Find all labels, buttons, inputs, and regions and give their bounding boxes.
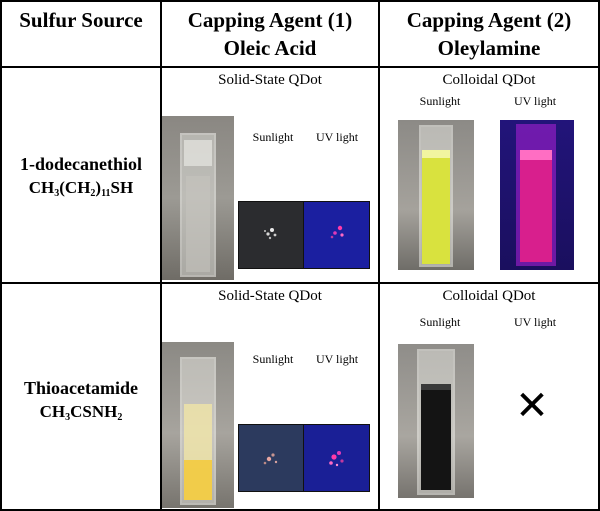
- row2-formula: CH3CSNH2: [2, 400, 160, 427]
- header-sulfur-source: Sulfur Source: [2, 6, 160, 34]
- row1-solid-uv-label: UV light: [315, 130, 359, 144]
- header-capping-agent-2-name: Oleylamine: [437, 36, 541, 60]
- row2-solid-uv-label: UV light: [315, 352, 359, 366]
- table-divider-2: [378, 0, 380, 511]
- row2-solid-caption: Solid-State QDot: [218, 288, 322, 304]
- row2-sulfur-source: Thioacetamide CH3CSNH2: [2, 376, 160, 427]
- powder-uv-icon: [329, 451, 344, 467]
- cuvette-empty-icon: [180, 133, 216, 277]
- row1-solid-cuvette-photo: [162, 116, 234, 280]
- row1-solid-caption: Solid-State QDot: [218, 72, 322, 88]
- row2-solid-sunlight-photo: [238, 424, 304, 492]
- row1-formula: CH3(CH2)11SH: [2, 176, 160, 203]
- table-divider-1: [160, 0, 162, 511]
- formula-part: SH: [110, 178, 134, 197]
- row1-colloid-sunlight-label: Sunlight: [419, 94, 461, 108]
- formula-part: (CH: [59, 178, 91, 197]
- table-border-middle: [0, 282, 600, 284]
- header-capping-agent-2-title: Capping Agent (2): [406, 8, 572, 32]
- row1-solid-sunlight-label: Sunlight: [252, 130, 294, 144]
- formula-part: ): [95, 178, 102, 197]
- formula-subscript: 2: [90, 188, 96, 199]
- row1-colloid-sunlight-photo: [398, 120, 474, 270]
- header-capping-agent-1-name: Oleic Acid: [223, 36, 317, 60]
- header-capping-agent-1-title: Capping Agent (1): [187, 8, 353, 32]
- row1-colloid-caption: Colloidal QDot: [442, 72, 536, 88]
- row2-solid-sunlight-label: Sunlight: [252, 352, 294, 366]
- row2-source-name: Thioacetamide: [24, 378, 138, 398]
- formula-part: CH: [39, 402, 66, 421]
- header-sulfur-source-label: Sulfur Source: [19, 8, 143, 32]
- cuvette-yellow-icon: [419, 125, 453, 267]
- row1-colloid-uv-photo: [500, 120, 574, 270]
- row2-colloid-sunlight-photo: [398, 344, 474, 498]
- row2-colloid-caption: Colloidal QDot: [442, 288, 536, 304]
- table-border-header: [0, 66, 600, 68]
- row2-solid-uv-photo: [303, 424, 370, 492]
- formula-subscript: 2: [117, 412, 123, 423]
- powder-sunlight-icon: [264, 228, 277, 240]
- header-capping-agent-2: Capping Agent (2) Oleylamine: [380, 6, 598, 62]
- powder-uv-icon: [330, 225, 344, 239]
- powder-sunlight-icon: [263, 453, 278, 465]
- row1-solid-uv-photo: [303, 201, 370, 269]
- cuvette-black-icon: [417, 349, 455, 495]
- table-border-right: [598, 0, 600, 511]
- row2-solid-cuvette-photo: [162, 342, 234, 508]
- cuvette-yellow-bottom-icon: [180, 357, 216, 505]
- cuvette-magenta-icon: [516, 124, 556, 266]
- row2-colloid-sunlight-label: Sunlight: [419, 315, 461, 329]
- header-capping-agent-1: Capping Agent (1) Oleic Acid: [162, 6, 378, 62]
- row1-source-name: 1-dodecanethiol: [19, 154, 142, 174]
- row1-sulfur-source: 1-dodecanethiol CH3(CH2)11SH: [2, 152, 160, 203]
- table-border-left: [0, 0, 2, 511]
- formula-part: CH: [28, 178, 55, 197]
- row1-colloid-uv-label: UV light: [513, 94, 557, 108]
- row1-solid-sunlight-photo: [238, 201, 304, 269]
- table-border-top: [0, 0, 600, 2]
- table-border-bottom: [0, 509, 600, 511]
- not-available-x-icon: ✕: [515, 383, 549, 429]
- formula-subscript: 3: [65, 412, 71, 423]
- formula-subscript: 3: [54, 188, 60, 199]
- formula-subscript: 11: [101, 188, 111, 199]
- row2-colloid-uv-label: UV light: [513, 315, 557, 329]
- formula-part: CSNH: [70, 402, 118, 421]
